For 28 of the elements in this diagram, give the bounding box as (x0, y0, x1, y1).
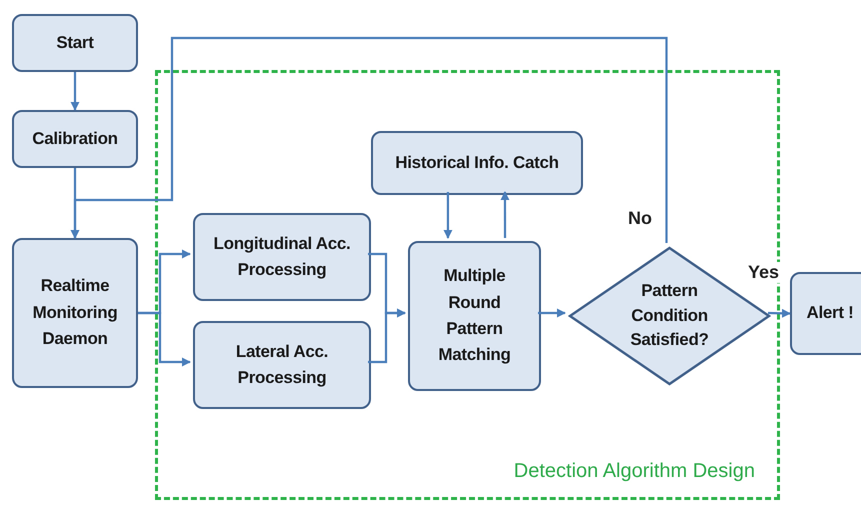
process-box (408, 241, 541, 391)
process-box (790, 272, 861, 355)
dashed-group-box (155, 70, 780, 500)
arrow (768, 308, 791, 318)
box-label: Start (56, 32, 94, 54)
box-label: Calibration (32, 128, 118, 150)
process-box (12, 14, 138, 72)
box-label: Longitudinal Acc. Processing (212, 232, 352, 281)
box-label: Multiple Round Pattern Matching (437, 265, 512, 366)
process-box (12, 238, 138, 388)
arrow (138, 312, 191, 366)
box-label: Lateral Acc. Processing (234, 340, 330, 389)
arrow (70, 72, 80, 111)
group-title: Detection Algorithm Design (514, 460, 755, 483)
process-box (193, 321, 371, 409)
box-label: Realtime Monitoring Daemon (32, 275, 118, 350)
arrow (538, 308, 566, 318)
arrow (443, 192, 452, 239)
box-label: Historical Info. Catch (395, 152, 559, 174)
process-box (371, 131, 583, 195)
arrow (70, 36, 668, 243)
process-box (193, 213, 371, 301)
decision-text: Pattern Condition Satisfied? (629, 280, 710, 352)
arrow (368, 308, 406, 364)
edge-label: Yes (746, 262, 782, 283)
process-box (12, 110, 138, 168)
arrow (500, 191, 510, 238)
box-label: Alert ! (806, 302, 854, 324)
